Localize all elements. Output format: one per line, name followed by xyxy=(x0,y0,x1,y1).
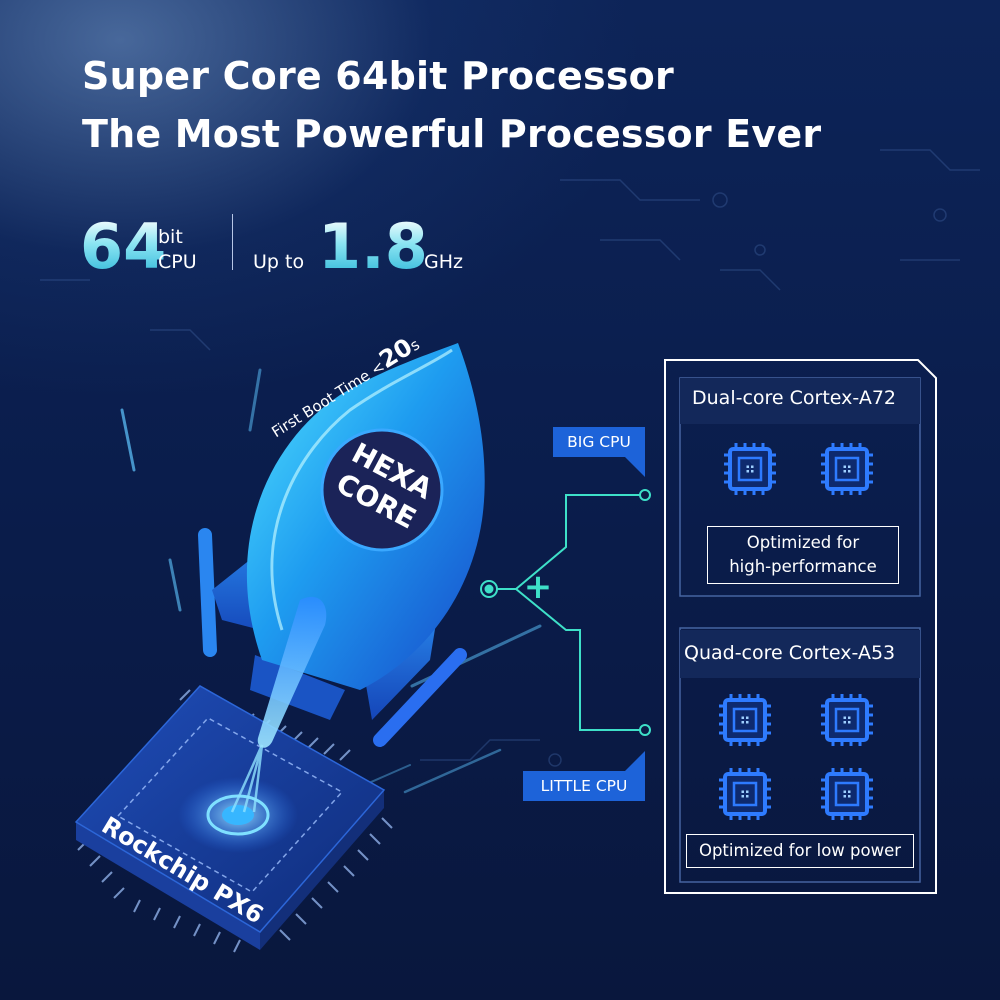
big-cpu-tag-tail xyxy=(625,457,645,477)
big-cpu-tag-label: BIG CPU xyxy=(567,433,631,451)
bits-value: 64 xyxy=(80,210,167,283)
little-cpu-tag: LITTLE CPU xyxy=(523,771,645,801)
big-cpu-tag: BIG CPU xyxy=(553,427,645,457)
freq-prefix: Up to xyxy=(253,251,305,273)
connector-lines xyxy=(480,489,651,736)
spec-divider xyxy=(232,214,233,270)
big-cluster-note: Optimized for high-performance xyxy=(707,526,899,584)
freq-unit: GHz xyxy=(424,251,463,273)
bits-unit-top: bit xyxy=(158,226,183,248)
headline-line-1: Super Core 64bit Processor xyxy=(82,54,674,98)
little-cluster-title: Quad-core Cortex-A53 xyxy=(684,642,896,664)
big-cluster-title: Dual-core Cortex-A72 xyxy=(692,387,897,409)
headline-line-2: The Most Powerful Processor Ever xyxy=(82,112,822,156)
little-cluster-note: Optimized for low power xyxy=(686,834,914,868)
little-cpu-tag-tail xyxy=(625,751,645,771)
big-cluster-note-line-1: Optimized for xyxy=(746,533,860,552)
freq-value: 1.8 xyxy=(318,210,428,283)
big-cluster-note-line-2: high-performance xyxy=(729,557,877,576)
little-cpu-tag-label: LITTLE CPU xyxy=(540,777,628,795)
rocket-icon: HEXA CORE xyxy=(198,343,485,748)
chip-icon: Rockchip PX6 xyxy=(74,685,393,953)
bits-unit-bottom: CPU xyxy=(158,251,197,273)
cluster-panel-frame xyxy=(664,359,937,894)
connector-plus: + xyxy=(524,567,553,607)
